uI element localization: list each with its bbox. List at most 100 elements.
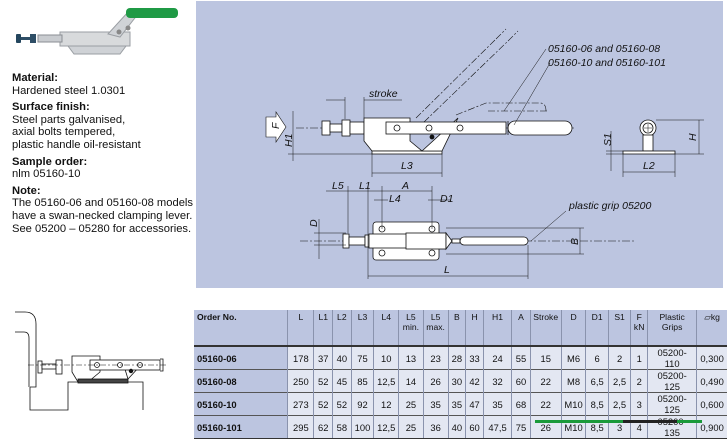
col-l: L xyxy=(287,310,315,346)
variant-callout-a: 05160-06 and 05160-08 xyxy=(548,43,660,55)
h1-label: H1 xyxy=(283,134,295,147)
table-cell: 68 xyxy=(511,392,531,416)
table-cell: 55 xyxy=(511,345,531,370)
col-order-no: Order No. xyxy=(194,310,289,346)
table-cell: 37 xyxy=(313,345,334,370)
table-cell: 75 xyxy=(511,415,531,439)
table-cell: 58 xyxy=(332,415,352,439)
col-l3: L3 xyxy=(351,310,375,346)
table-cell: 295 xyxy=(287,415,315,439)
l3-label: L3 xyxy=(401,160,413,172)
table-cell: 2 xyxy=(608,345,632,370)
table-cell: 1 xyxy=(630,345,649,370)
table-cell: 8,5 xyxy=(585,392,609,416)
table-cell: 05200-135 xyxy=(647,415,698,439)
top-view: L5 L1 A L4 D1 D B L plastic grip 05200 xyxy=(300,180,651,279)
footer-color-bar-dark xyxy=(623,420,677,423)
table-cell: 24 xyxy=(483,345,513,370)
col-l1: L1 xyxy=(313,310,334,346)
table-cell: 178 xyxy=(287,345,315,370)
l5-label: L5 xyxy=(332,180,344,192)
table-cell: 26 xyxy=(423,369,449,393)
col-d: D xyxy=(561,310,587,346)
table-cell: 23 xyxy=(423,345,449,370)
table-cell: 52 xyxy=(332,392,352,416)
table-cell: 6 xyxy=(585,345,609,370)
table-cell: 35 xyxy=(423,392,449,416)
l1-label: L1 xyxy=(359,180,371,192)
order-number-cell: 05160-101 xyxy=(194,415,289,439)
table-cell: 10 xyxy=(373,345,400,370)
table-cell: 35 xyxy=(448,392,467,416)
table-cell: 25 xyxy=(398,415,424,439)
surface-finish-line: Steel parts galvanised, xyxy=(12,113,126,126)
table-cell: 2 xyxy=(630,369,649,393)
order-number-cell: 05160-08 xyxy=(194,369,289,393)
l2-label: L2 xyxy=(643,160,655,172)
table-cell: 30 xyxy=(448,369,467,393)
table-cell: 12 xyxy=(373,392,400,416)
table-cell: 92 xyxy=(351,392,375,416)
table-cell: 62 xyxy=(313,415,334,439)
table-cell: 0,300 xyxy=(696,345,727,370)
table-cell: M8 xyxy=(561,369,587,393)
plastic-grip-callout: plastic grip 05200 xyxy=(568,200,651,212)
surface-finish-line: plastic handle oil-resistant xyxy=(12,138,141,151)
table-cell: M10 xyxy=(561,392,587,416)
table-cell: 52 xyxy=(313,392,334,416)
table-cell: 05200-125 xyxy=(647,369,698,393)
b-label: B xyxy=(569,238,581,245)
variant-callout-b: 05160-10 and 05160-101 xyxy=(548,57,666,69)
s1-label: S1 xyxy=(602,133,614,146)
table-cell: 3 xyxy=(630,392,649,416)
note-line: The 05160-06 and 05160-08 models xyxy=(12,197,193,210)
table-cell: 40 xyxy=(448,415,467,439)
col-weight-kg: ▱kg xyxy=(696,310,727,346)
col-h: H xyxy=(465,310,484,346)
table-cell: 250 xyxy=(287,369,315,393)
col-a: A xyxy=(511,310,531,346)
col-l2: L2 xyxy=(332,310,352,346)
table-cell: 36 xyxy=(423,415,449,439)
table-cell: 25 xyxy=(398,392,424,416)
table-cell: 40 xyxy=(332,345,352,370)
table-cell: 60 xyxy=(511,369,531,393)
table-cell: 0,600 xyxy=(696,392,727,416)
h-label: H xyxy=(687,133,699,141)
sample-order-value: nlm 05160-10 xyxy=(12,168,81,181)
spec-notes: Material: Hardened steel 1.0301 Surface … xyxy=(12,72,194,235)
side-view: stroke F H1 L3 05160-06 and 05160-08 051… xyxy=(265,28,666,177)
surface-finish-line: axial bolts tempered, xyxy=(12,126,116,139)
col-s1: S1 xyxy=(608,310,632,346)
table-cell: 22 xyxy=(530,369,562,393)
d1-label: D1 xyxy=(440,193,453,205)
table-cell: 0,490 xyxy=(696,369,727,393)
table-cell: 4 xyxy=(630,415,649,439)
note-line: See 05200 – 05280 for accessories. xyxy=(12,222,192,235)
table-cell: 33 xyxy=(465,345,484,370)
col-l4: L4 xyxy=(373,310,400,346)
table-cell: 05200-110 xyxy=(647,345,698,370)
table-cell: 35 xyxy=(483,392,513,416)
col-d1: D1 xyxy=(585,310,609,346)
table-cell: 85 xyxy=(351,369,375,393)
table-cell: 2,5 xyxy=(608,369,632,393)
table-cell: 273 xyxy=(287,392,315,416)
a-label: A xyxy=(401,180,409,192)
installation-sketch xyxy=(15,311,168,411)
table-cell: 26 xyxy=(530,415,562,439)
l-label: L xyxy=(444,264,450,276)
table-cell: 45 xyxy=(332,369,352,393)
table-cell: 32 xyxy=(483,369,513,393)
table-cell: 8,5 xyxy=(585,415,609,439)
product-photo xyxy=(16,8,178,55)
note-heading: Note: xyxy=(12,184,41,197)
